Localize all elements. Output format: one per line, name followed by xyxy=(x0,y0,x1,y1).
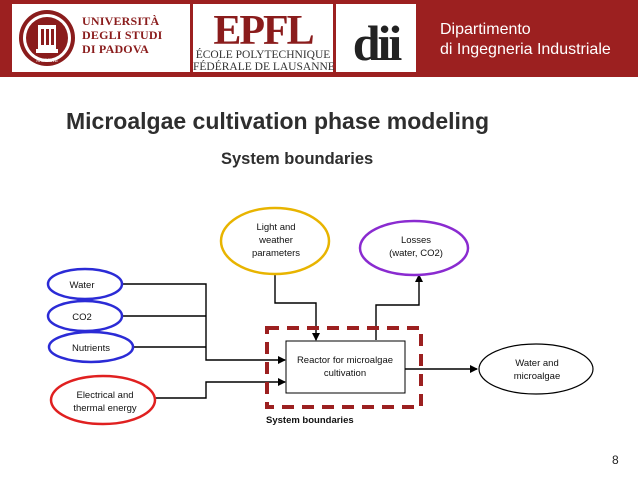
losses-arrow xyxy=(375,274,423,340)
dii-mark: dii xyxy=(353,15,406,71)
system-boundary-label: System boundaries xyxy=(266,415,354,426)
energy-node: Electrical and thermal energy xyxy=(49,374,157,426)
university-name-line-1: UNIVERSITÀ xyxy=(82,14,160,28)
output-label-line-1: Water and xyxy=(515,358,558,369)
nutrients-node: Nutrients xyxy=(47,330,135,364)
department-line-1: Dipartimento xyxy=(440,21,531,38)
epfl-wordmark: EPFL xyxy=(213,8,315,48)
epfl-line-1: ÉCOLE POLYTECHNIQUE xyxy=(195,49,331,61)
slide-subtitle: System boundaries xyxy=(221,150,374,168)
losses-label-line-2: (water, CO2) xyxy=(389,248,443,259)
padova-seal-icon: MCCXXII xyxy=(19,10,75,66)
light-arrow xyxy=(274,275,320,341)
dii-logo: dii xyxy=(336,4,416,72)
connectors xyxy=(122,274,478,399)
water-node: Water xyxy=(46,267,124,301)
header-banner: MCCXXII UNIVERSITÀ DEGLI STUDI DI PADOVA… xyxy=(0,0,638,77)
losses-node: Losses (water, CO2) xyxy=(358,219,470,277)
epfl-mark-text: EPFL xyxy=(213,8,313,48)
co2-node: CO2 xyxy=(46,299,124,333)
water-label: Water xyxy=(70,280,95,291)
reactor-node: Reactor for microalgae cultivation xyxy=(285,340,406,394)
slide-title: Microalgae cultivation phase modeling xyxy=(66,108,490,134)
water-arrow xyxy=(122,283,286,364)
university-of-padova-logo: MCCXXII UNIVERSITÀ DEGLI STUDI DI PADOVA xyxy=(12,4,190,72)
university-name: UNIVERSITÀ DEGLI STUDI DI PADOVA xyxy=(82,14,163,56)
losses-label-line-1: Losses xyxy=(401,235,431,246)
epfl-logo: EPFL ÉCOLE POLYTECHNIQUE FÉDÉRALE DE LAU… xyxy=(193,4,335,73)
light-label-line-2: weather xyxy=(258,235,293,246)
reactor-label-line-1: Reactor for microalgae xyxy=(297,355,393,366)
system-boundary xyxy=(265,326,423,409)
light-label-line-1: Light and xyxy=(256,222,295,233)
output-label-line-2: microalgae xyxy=(514,371,560,382)
page-number: 8 xyxy=(612,453,619,467)
reactor-label-line-2: cultivation xyxy=(324,368,366,379)
light-label-line-3: parameters xyxy=(252,248,300,259)
department-line-2: di Ingegneria Industriale xyxy=(440,41,611,58)
university-name-line-2: DEGLI STUDI xyxy=(82,28,163,42)
co2-label: CO2 xyxy=(72,312,92,323)
dii-mark-text: dii xyxy=(353,15,403,71)
output-node: Water and microalgae xyxy=(478,343,594,395)
department-name: Dipartimento di Ingegneria Industriale xyxy=(440,20,611,60)
epfl-line-2: FÉDÉRALE DE LAUSANNE xyxy=(193,61,335,73)
seal-text: MCCXXII xyxy=(36,59,58,64)
light-weather-node: Light and weather parameters xyxy=(219,206,331,276)
energy-label-line-2: thermal energy xyxy=(73,403,137,414)
energy-label-line-1: Electrical and xyxy=(76,390,133,401)
nutrients-label: Nutrients xyxy=(72,343,110,354)
energy-arrow xyxy=(155,378,286,399)
university-name-line-3: DI PADOVA xyxy=(82,42,150,56)
